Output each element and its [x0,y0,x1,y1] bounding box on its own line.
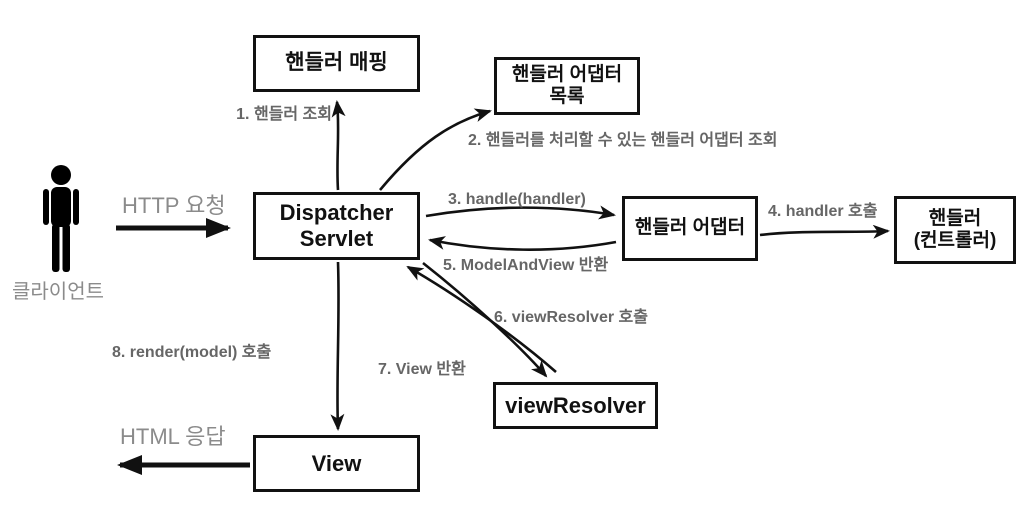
step-8-label: 8. render(model) 호출 [112,344,272,361]
step-1-label: 1. 핸들러 조회 [236,106,332,123]
http-request-label: HTTP 요청 [122,193,226,218]
dispatcher-servlet-label-line1: Dispatcher [279,200,394,226]
arrow-step1-handler-lookup [331,100,346,191]
arrow-step7-view-return [406,265,557,373]
client-label: 클라이언트 [12,281,104,303]
handler-adapter-label: 핸들러 어댑터 [634,217,746,239]
arrow-step2-adapter-lookup [379,108,492,191]
view-resolver-label: viewResolver [505,392,646,418]
handler-adapter-box: 핸들러 어댑터 [622,196,758,261]
arrow-step5-modelandview-return [428,236,617,251]
view-box: View [253,435,420,492]
handler-adapter-list-label-line2: 목록 [549,86,585,107]
dispatcher-servlet-box: Dispatcher Servlet [253,192,420,260]
handler-controller-label-line2: (컨트롤러) [913,230,997,251]
handler-adapter-list-box: 핸들러 어댑터 목록 [494,57,640,115]
view-resolver-box: viewResolver [493,382,658,429]
dispatcher-servlet-label-line2: Servlet [299,226,374,251]
handler-mapping-box: 핸들러 매핑 [253,35,420,92]
step-4-label: 4. handler 호출 [768,203,878,220]
arrow-step8-render-call [330,261,345,431]
step-2-label: 2. 핸들러를 처리할 수 있는 핸들러 어댑터 조회 [468,132,778,149]
step-7-label: 7. View 반환 [378,361,466,378]
handler-controller-label-line1: 핸들러 [928,207,982,229]
handler-mapping-label: 핸들러 매핑 [285,51,388,75]
view-label: View [311,450,362,476]
step-3-label: 3. handle(handler) [448,191,586,208]
arrow-step3-handle [425,205,616,220]
step-6-label: 6. viewResolver 호출 [494,309,648,326]
handler-adapter-list-label-line1: 핸들러 어댑터 [511,63,623,85]
handler-controller-box: 핸들러 (컨트롤러) [894,196,1016,264]
step-5-label: 5. ModelAndView 반환 [443,257,609,274]
arrow-step4-handler-call [759,224,890,239]
client-person-icon [43,165,79,272]
html-response-label: HTML 응답 [120,424,226,449]
